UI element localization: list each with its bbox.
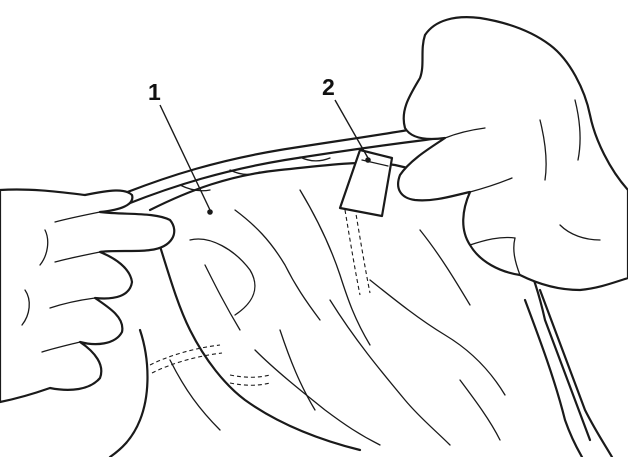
right-hand-icon (398, 17, 628, 290)
callout-1-target-dot (207, 209, 213, 215)
callout-2-target-dot (365, 157, 371, 163)
callout-1-label: 1 (148, 79, 161, 105)
callout-2-label: 2 (322, 74, 335, 100)
